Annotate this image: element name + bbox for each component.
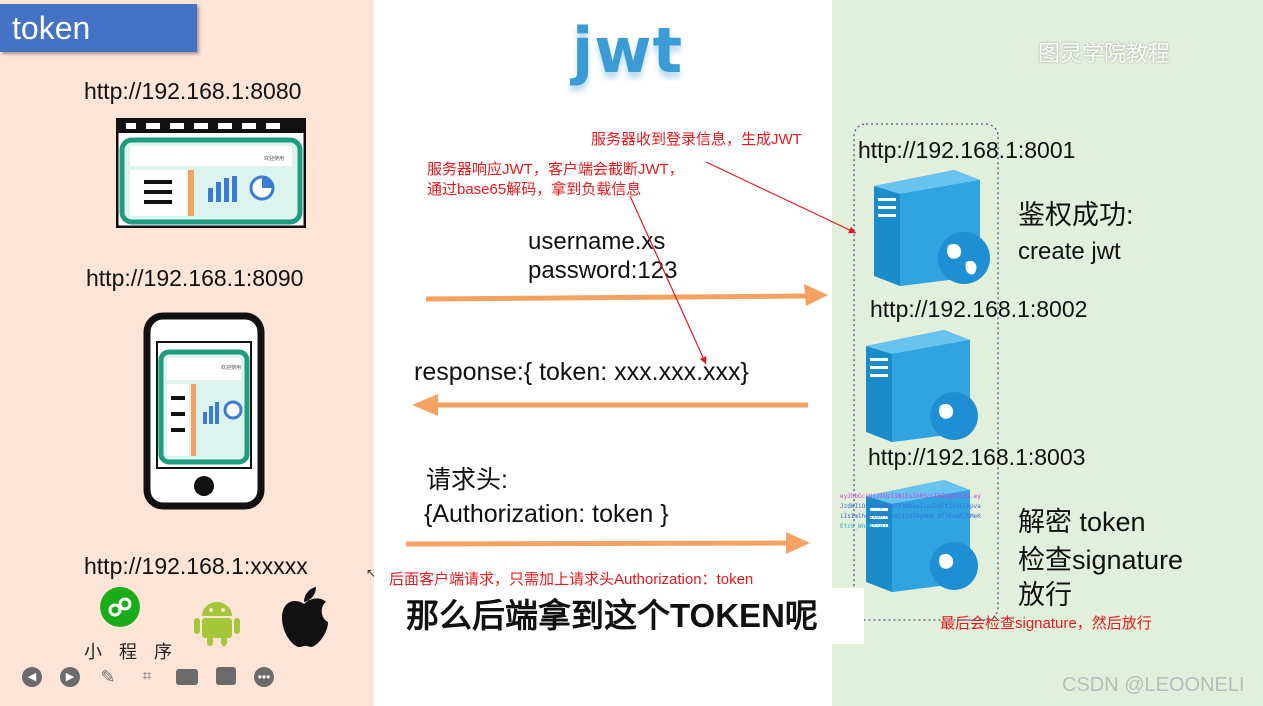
jwt-snippet-line: JzdWIiOiIxMjM0NTY3ODkwIiwibmFtZSI6Ikpva: [840, 503, 981, 510]
mobile-client-url: http://192.168.1:8090: [86, 265, 304, 291]
response-arrow-head: [412, 394, 438, 416]
browser-screen-caption: 欢迎使用: [264, 155, 284, 162]
annotation-server-respond-1: 服务器响应JWT，客户端会截断JWT，: [427, 161, 684, 178]
request-header-title: 请求头:: [426, 466, 508, 494]
watermark: 图灵学院教程: [1038, 41, 1171, 66]
camera-icon[interactable]: [176, 669, 198, 685]
server-1-url: http://192.168.1:8001: [858, 137, 1076, 163]
login-arrow-line: [425, 293, 807, 302]
prev-icon[interactable]: ◀: [22, 667, 42, 687]
browser-window-icon: 欢迎使用: [116, 118, 306, 228]
more-icon[interactable]: •••: [254, 667, 274, 687]
token-title-tab: token: [0, 4, 197, 52]
jwt-snippet-line: iIsImlhdCI6MTUxNjIzOTAyMn0.SflKxwRJSMeK: [840, 513, 981, 520]
auth-success-text: 鉴权成功:: [1018, 200, 1134, 230]
annotation-later-request: 后面客户端请求，只需加上请求头Authorization：token: [389, 571, 754, 588]
server-cluster-outline: [853, 123, 999, 621]
request-arrow-head: [786, 532, 810, 554]
android-icon: [194, 602, 240, 646]
video-subtitle: 那么后端拿到这个TOKEN呢: [396, 588, 864, 644]
server-1-icon: [874, 170, 990, 286]
server-2-url: http://192.168.1:8002: [870, 296, 1088, 322]
mouse-cursor-icon: ↖: [366, 566, 377, 580]
server-3-icon: [866, 480, 978, 592]
release-text: 放行: [1018, 580, 1072, 610]
csdn-credit: CSDN @LEOONELI: [1062, 674, 1245, 696]
annotation-final-check: 最后会检查signature，然后放行: [940, 615, 1152, 632]
request-arrow-line: [405, 540, 789, 547]
jwt-snippet-line: Etc8_WnB4t5e1Y: [840, 523, 891, 530]
phone-screen-caption: 欢迎使用: [221, 364, 241, 371]
mini-program-label: 小 程 序: [84, 642, 179, 662]
caption-icon[interactable]: [216, 667, 236, 685]
other-client-url: http://192.168.1:xxxxx: [84, 553, 308, 579]
crop-icon[interactable]: ⌗: [142, 668, 152, 685]
annotation-server-receive: 服务器收到登录信息，生成JWT: [591, 131, 802, 148]
login-arrow-head: [804, 284, 828, 306]
play-icon[interactable]: ▶: [60, 667, 80, 687]
response-text: response:{ token: xxx.xxx.xxx}: [414, 358, 749, 386]
request-header-value: {Authorization: token }: [424, 500, 669, 528]
apple-icon: [282, 587, 328, 648]
decrypt-token-text: 解密 token: [1018, 507, 1146, 537]
create-jwt-text: create jwt: [1018, 238, 1121, 265]
username-text: username.xs: [528, 228, 666, 255]
annotation-pointer-1: [705, 161, 857, 234]
web-client-url: http://192.168.1:8080: [84, 78, 302, 104]
jwt-logo: jwt: [572, 14, 684, 87]
phone-icon: 欢迎使用: [143, 312, 265, 510]
server-3-url: http://192.168.1:8003: [868, 444, 1086, 470]
annotation-pointer-2: [629, 195, 707, 365]
annotation-server-respond-2: 通过base65解码，拿到负载信息: [427, 181, 642, 198]
server-2-icon: [866, 330, 978, 442]
mini-program-icon: [100, 587, 140, 627]
check-signature-text: 检查signature: [1018, 545, 1184, 575]
pen-icon[interactable]: ✎: [100, 667, 116, 687]
password-text: password:123: [528, 257, 678, 284]
jwt-token-snippet: eyJhbGciOiJIUzI1NiIsInR5cCI6IkpXVCJ9.ey …: [840, 492, 981, 532]
jwt-snippet-line: eyJhbGciOiJIUzI1NiIsInR5cCI6IkpXVCJ9.ey: [840, 493, 981, 500]
